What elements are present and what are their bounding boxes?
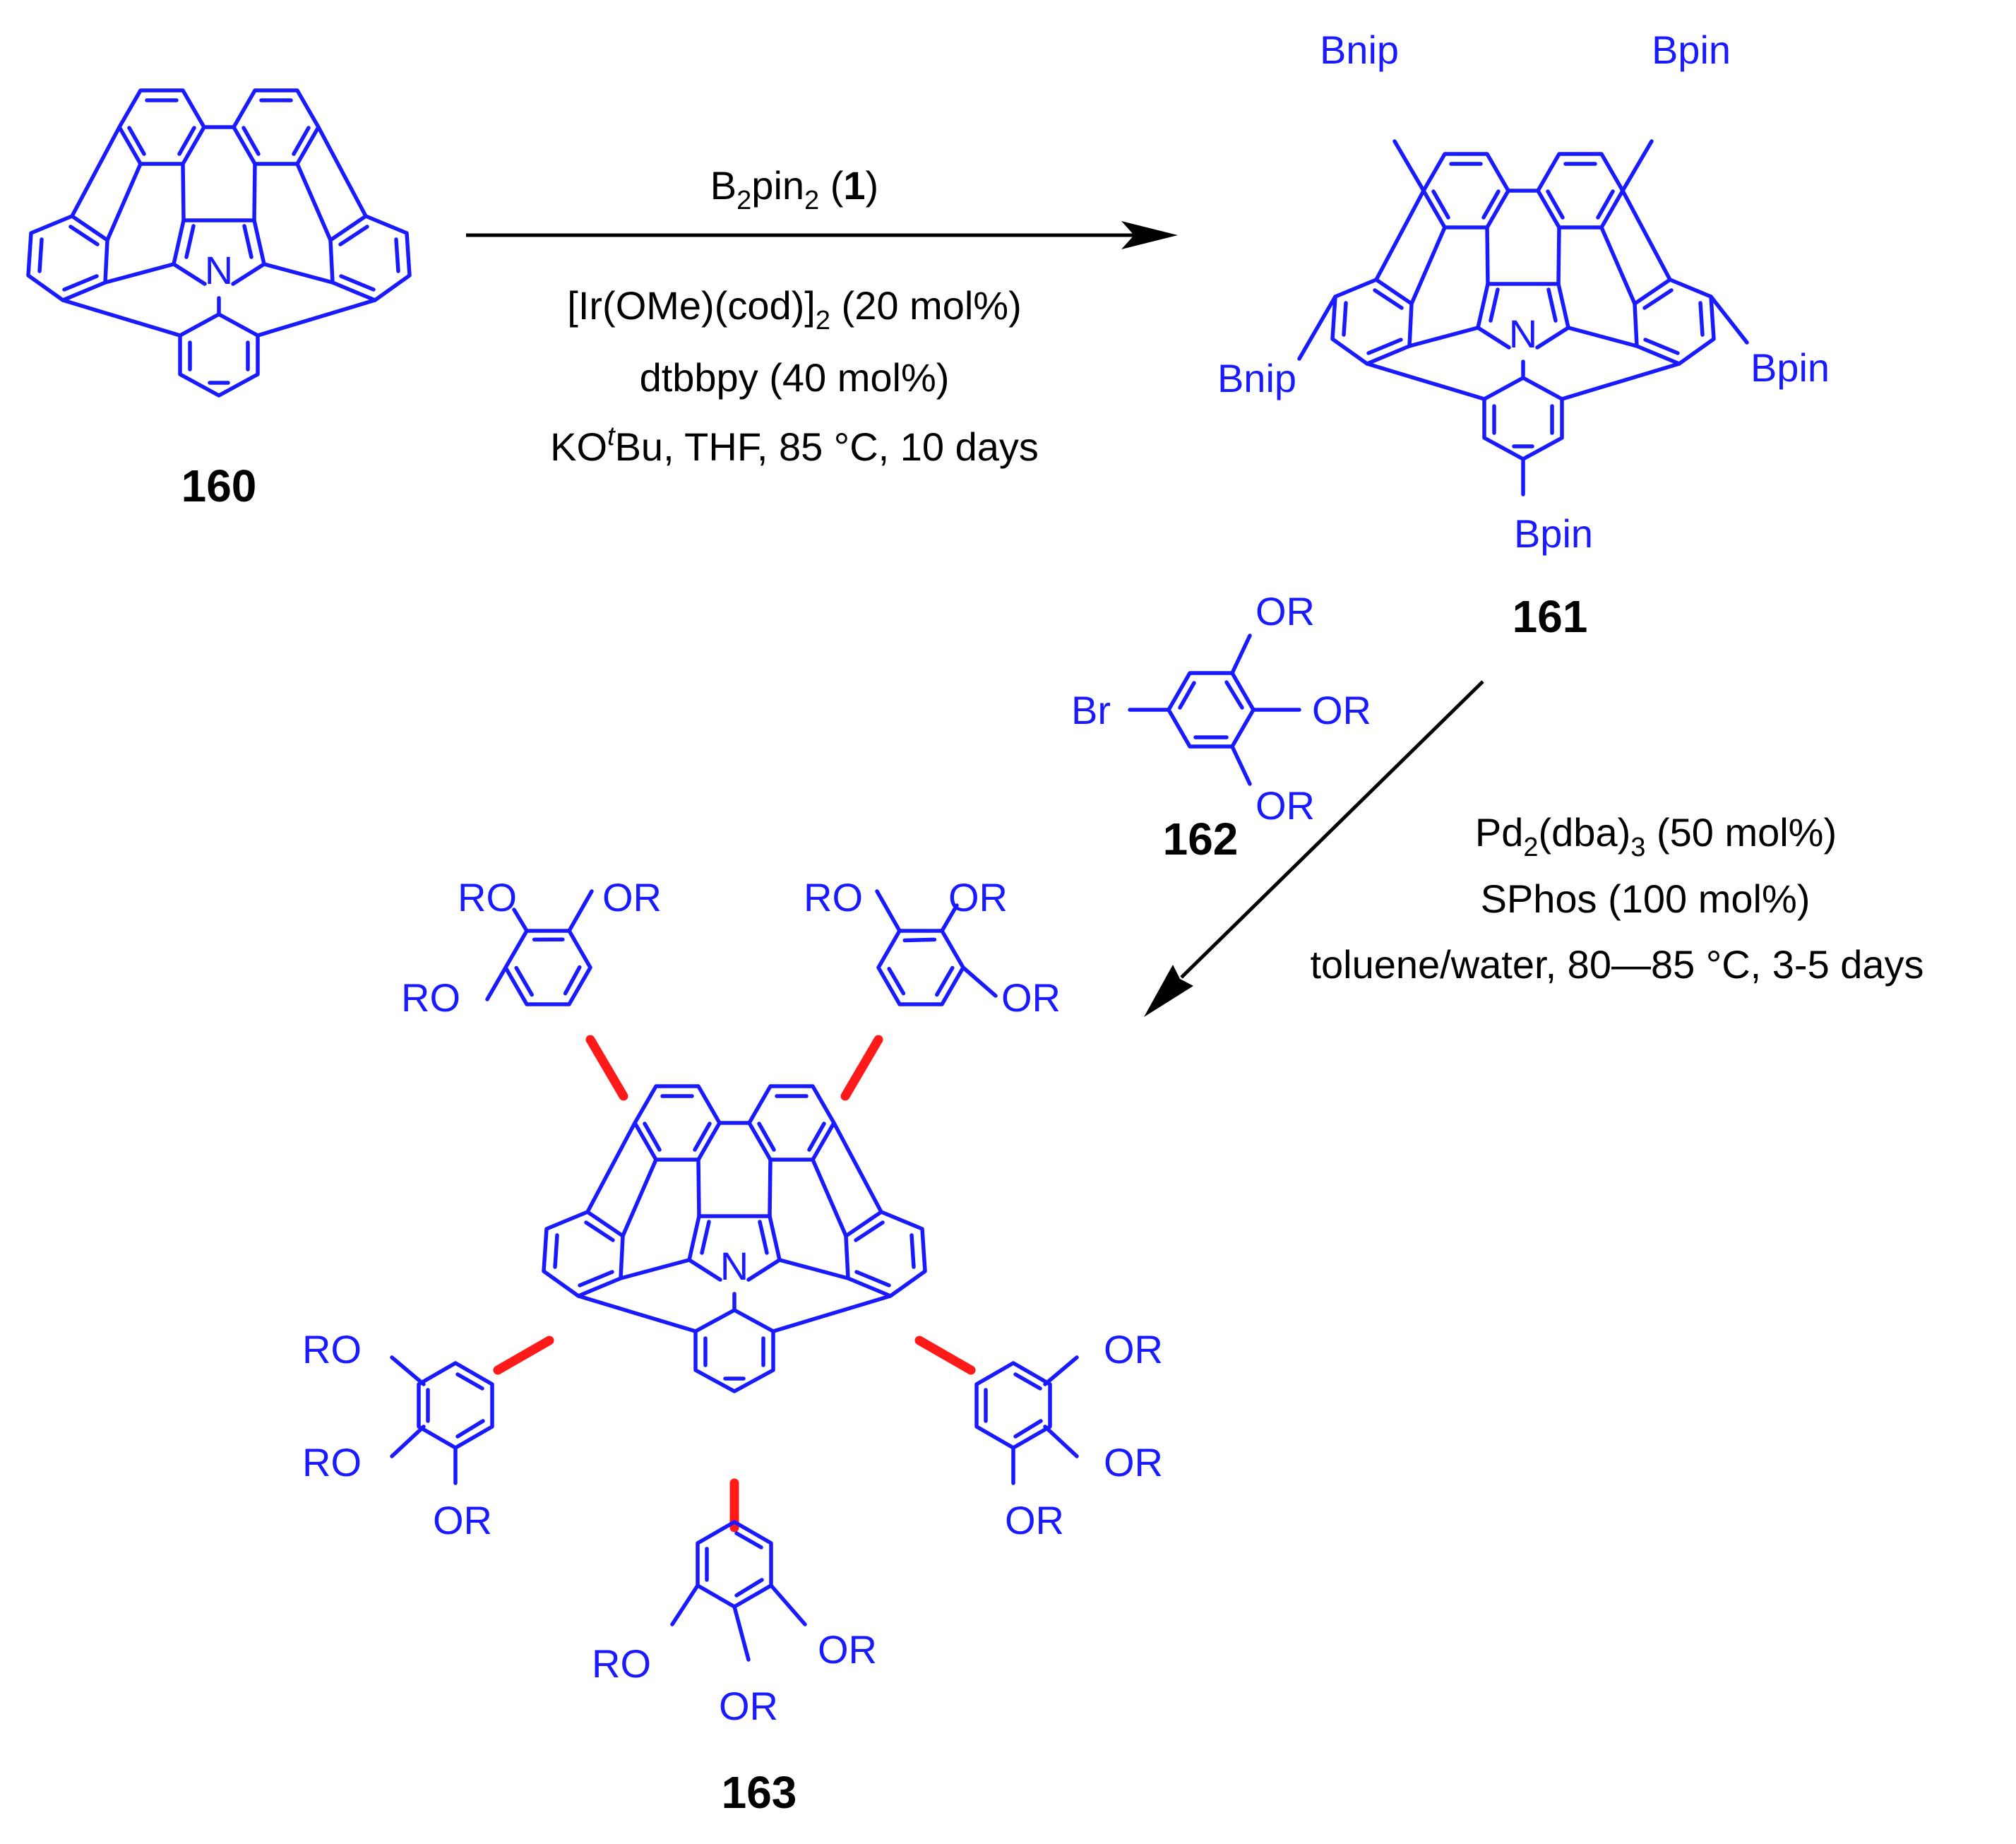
solvent-conditions: toluene/water, 80—85 °C, 3-5 days (1310, 942, 1923, 987)
reaction-arrow-2 (1180, 680, 1484, 979)
new-bond (914, 1336, 976, 1375)
alkoxy-group: OR (1255, 783, 1315, 828)
catalyst-ir: [Ir(OMe)(cod)]2 (20 mol%) (567, 283, 1021, 335)
alkoxy-group: OR (602, 875, 662, 920)
ligand-dtbbpy: dtbbpy (40 mol%) (640, 355, 950, 400)
bromine-atom: Br (1071, 688, 1111, 732)
substituent-bnip-top-left: Bnip (1320, 28, 1399, 72)
substituent-bpin-bottom: Bpin (1514, 511, 1593, 556)
nitrogen-atom: N (720, 1244, 748, 1288)
new-bond (493, 1336, 554, 1375)
ligand-sphos: SPhos (100 mol%) (1481, 876, 1811, 921)
alkoxy-group: RO (804, 875, 863, 920)
arrowhead-1 (1121, 221, 1178, 249)
compound-162: Br OR OR OR 162 (1071, 589, 1371, 864)
alkoxy-group: OR (1104, 1327, 1163, 1372)
alkoxy-group: OR (719, 1684, 778, 1728)
arrowhead-2 (1144, 965, 1193, 1017)
reagent-b2pin2: B2pin2 (1) (710, 163, 878, 215)
alkoxy-group: OR (1104, 1440, 1163, 1485)
reaction-step-2: Pd2(dba)3 (50 mol%) SPhos (100 mol%) tol… (1144, 680, 1924, 1017)
alkoxy-group: RO (302, 1327, 362, 1372)
alkoxy-group: RO (302, 1440, 362, 1485)
alkoxy-group: OR (948, 875, 1008, 920)
alkoxy-group: OR (1312, 688, 1371, 732)
compound-label-162: 162 (1163, 814, 1239, 864)
alkoxy-group: OR (818, 1627, 877, 1672)
nitrogen-atom: N (205, 248, 233, 292)
alkoxy-group: RO (592, 1641, 651, 1686)
alkoxy-group: OR (1001, 975, 1061, 1020)
alkoxy-group: RO (401, 975, 460, 1020)
substituent-bpin-top-right: Bpin (1652, 28, 1731, 72)
alkoxy-group: RO (458, 875, 517, 920)
compound-161: N Bnip Bpin Bnip Bpin Bpin 161 (1217, 28, 1830, 642)
alkoxy-group: OR (1005, 1498, 1064, 1542)
reaction-step-1: B2pin2 (1) [Ir(OMe)(cod)]2 (20 mol%) dtb… (466, 163, 1178, 469)
new-bond (840, 1035, 883, 1101)
new-bond (585, 1035, 628, 1101)
alkoxy-group: OR (1255, 589, 1315, 633)
alkoxy-group: OR (433, 1498, 492, 1542)
base-solvent-conditions: KOtBu, THF, 85 °C, 10 days (550, 422, 1039, 469)
substituent-bnip-left: Bnip (1217, 356, 1296, 400)
catalyst-pd: Pd2(dba)3 (50 mol%) (1475, 810, 1837, 862)
compound-label-160: 160 (181, 460, 257, 511)
compound-label-161: 161 (1513, 591, 1588, 642)
compound-label-163: 163 (722, 1767, 797, 1818)
substituent-bpin-right: Bpin (1750, 345, 1830, 390)
compound-163: N OR RO RO RO OR OR RO RO OR (302, 875, 1163, 1818)
compound-160: N 160 (28, 90, 410, 511)
nitrogen-atom: N (1509, 311, 1537, 356)
